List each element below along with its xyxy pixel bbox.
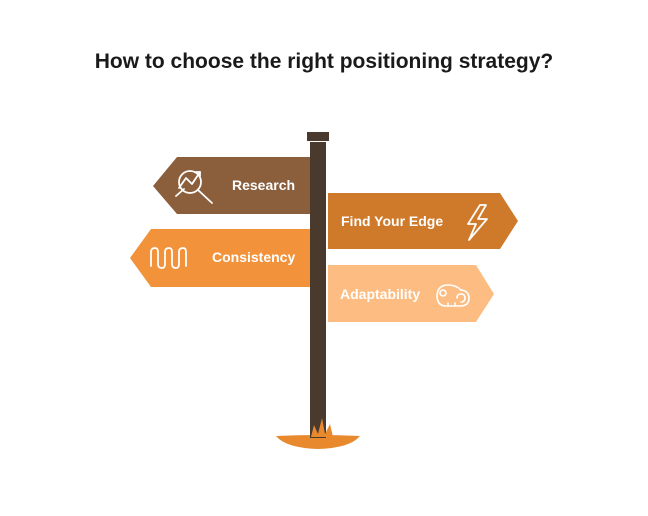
ground-mound xyxy=(276,435,360,449)
sign-research-label: Research xyxy=(232,177,295,193)
signpost-pole xyxy=(310,142,326,438)
waveform-icon xyxy=(150,247,187,269)
grass-tuft xyxy=(311,418,333,437)
chameleon-icon xyxy=(436,284,470,307)
sign-research: Research xyxy=(153,157,310,214)
page-title: How to choose the right positioning stra… xyxy=(94,50,554,73)
research-chart-magnifier-icon xyxy=(175,170,213,204)
sign-consistency-board xyxy=(130,229,310,287)
sign-adaptability-board xyxy=(328,265,494,322)
sign-adaptability: Adaptability xyxy=(328,265,494,322)
sign-find-your-edge: Find Your Edge xyxy=(328,193,518,249)
sign-adaptability-label: Adaptability xyxy=(340,286,420,302)
lightning-bolt-icon xyxy=(467,204,488,241)
sign-find-your-edge-label: Find Your Edge xyxy=(341,213,443,229)
post-cap xyxy=(307,132,329,141)
sign-consistency: Consistency xyxy=(130,229,310,287)
sign-consistency-label: Consistency xyxy=(212,249,295,265)
